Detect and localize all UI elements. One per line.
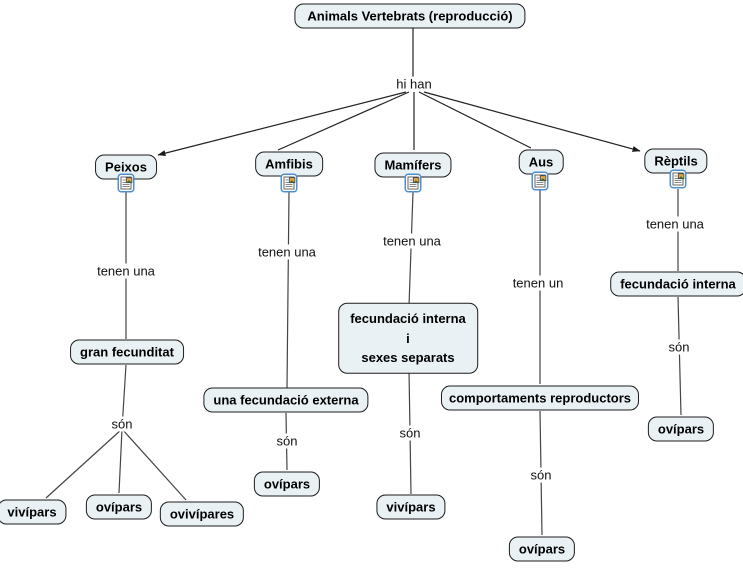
concept-root[interactable]: Animals Vertebrats (reproducció) xyxy=(294,3,526,29)
linking-phrase-peixos-tenen-una[interactable]: tenen una xyxy=(94,263,158,279)
resource-icon[interactable] xyxy=(280,173,298,193)
concept-comportaments-reproductors[interactable]: comportaments reproductors xyxy=(440,385,640,411)
linking-phrase-reptils-tenen-una[interactable]: tenen una xyxy=(643,216,707,232)
linking-phrase-reptils-son[interactable]: són xyxy=(665,339,693,355)
linking-phrase-hi-han[interactable]: hi han xyxy=(393,76,435,92)
concept-reptils-ovipars[interactable]: ovípars xyxy=(647,416,715,442)
linking-phrase-amfibis-tenen-una[interactable]: tenen una xyxy=(255,244,319,260)
resource-icon[interactable] xyxy=(531,171,549,191)
concept-mamifers[interactable]: Mamífers xyxy=(374,152,452,178)
linking-phrase-mamifers-tenen-una[interactable]: tenen una xyxy=(380,233,444,249)
concept-fecundacio-interna[interactable]: fecundació interna xyxy=(610,271,743,297)
resource-icon[interactable] xyxy=(404,173,422,193)
linking-phrase-mamifers-son[interactable]: són xyxy=(396,425,424,441)
concept-fecundacio-interna-sexes-separats[interactable]: fecundació interna i sexes separats xyxy=(338,302,478,374)
concept-aus-ovipars[interactable]: ovípars xyxy=(508,536,576,562)
linking-phrase-amfibis-son[interactable]: són xyxy=(273,433,301,449)
concept-peixos-vivipars[interactable]: vivípars xyxy=(0,499,67,525)
linking-phrase-aus-son[interactable]: són xyxy=(527,467,555,483)
concept-fecundacio-externa[interactable]: una fecundació externa xyxy=(203,387,369,413)
concept-peixos-ovipars[interactable]: ovípars xyxy=(85,494,153,520)
concept-gran-fecunditat[interactable]: gran fecunditat xyxy=(70,339,184,365)
linking-phrase-aus-tenen-un[interactable]: tenen un xyxy=(509,275,567,291)
resource-icon[interactable] xyxy=(117,173,135,193)
concept-amfibis-ovipars[interactable]: ovípars xyxy=(253,471,321,497)
resource-icon[interactable] xyxy=(669,169,687,189)
linking-phrase-peixos-son[interactable]: són xyxy=(108,416,136,432)
concept-peixos-ovivipares[interactable]: ovivípares xyxy=(159,501,245,527)
concept-mamifers-vivipars[interactable]: vivípars xyxy=(376,494,446,520)
